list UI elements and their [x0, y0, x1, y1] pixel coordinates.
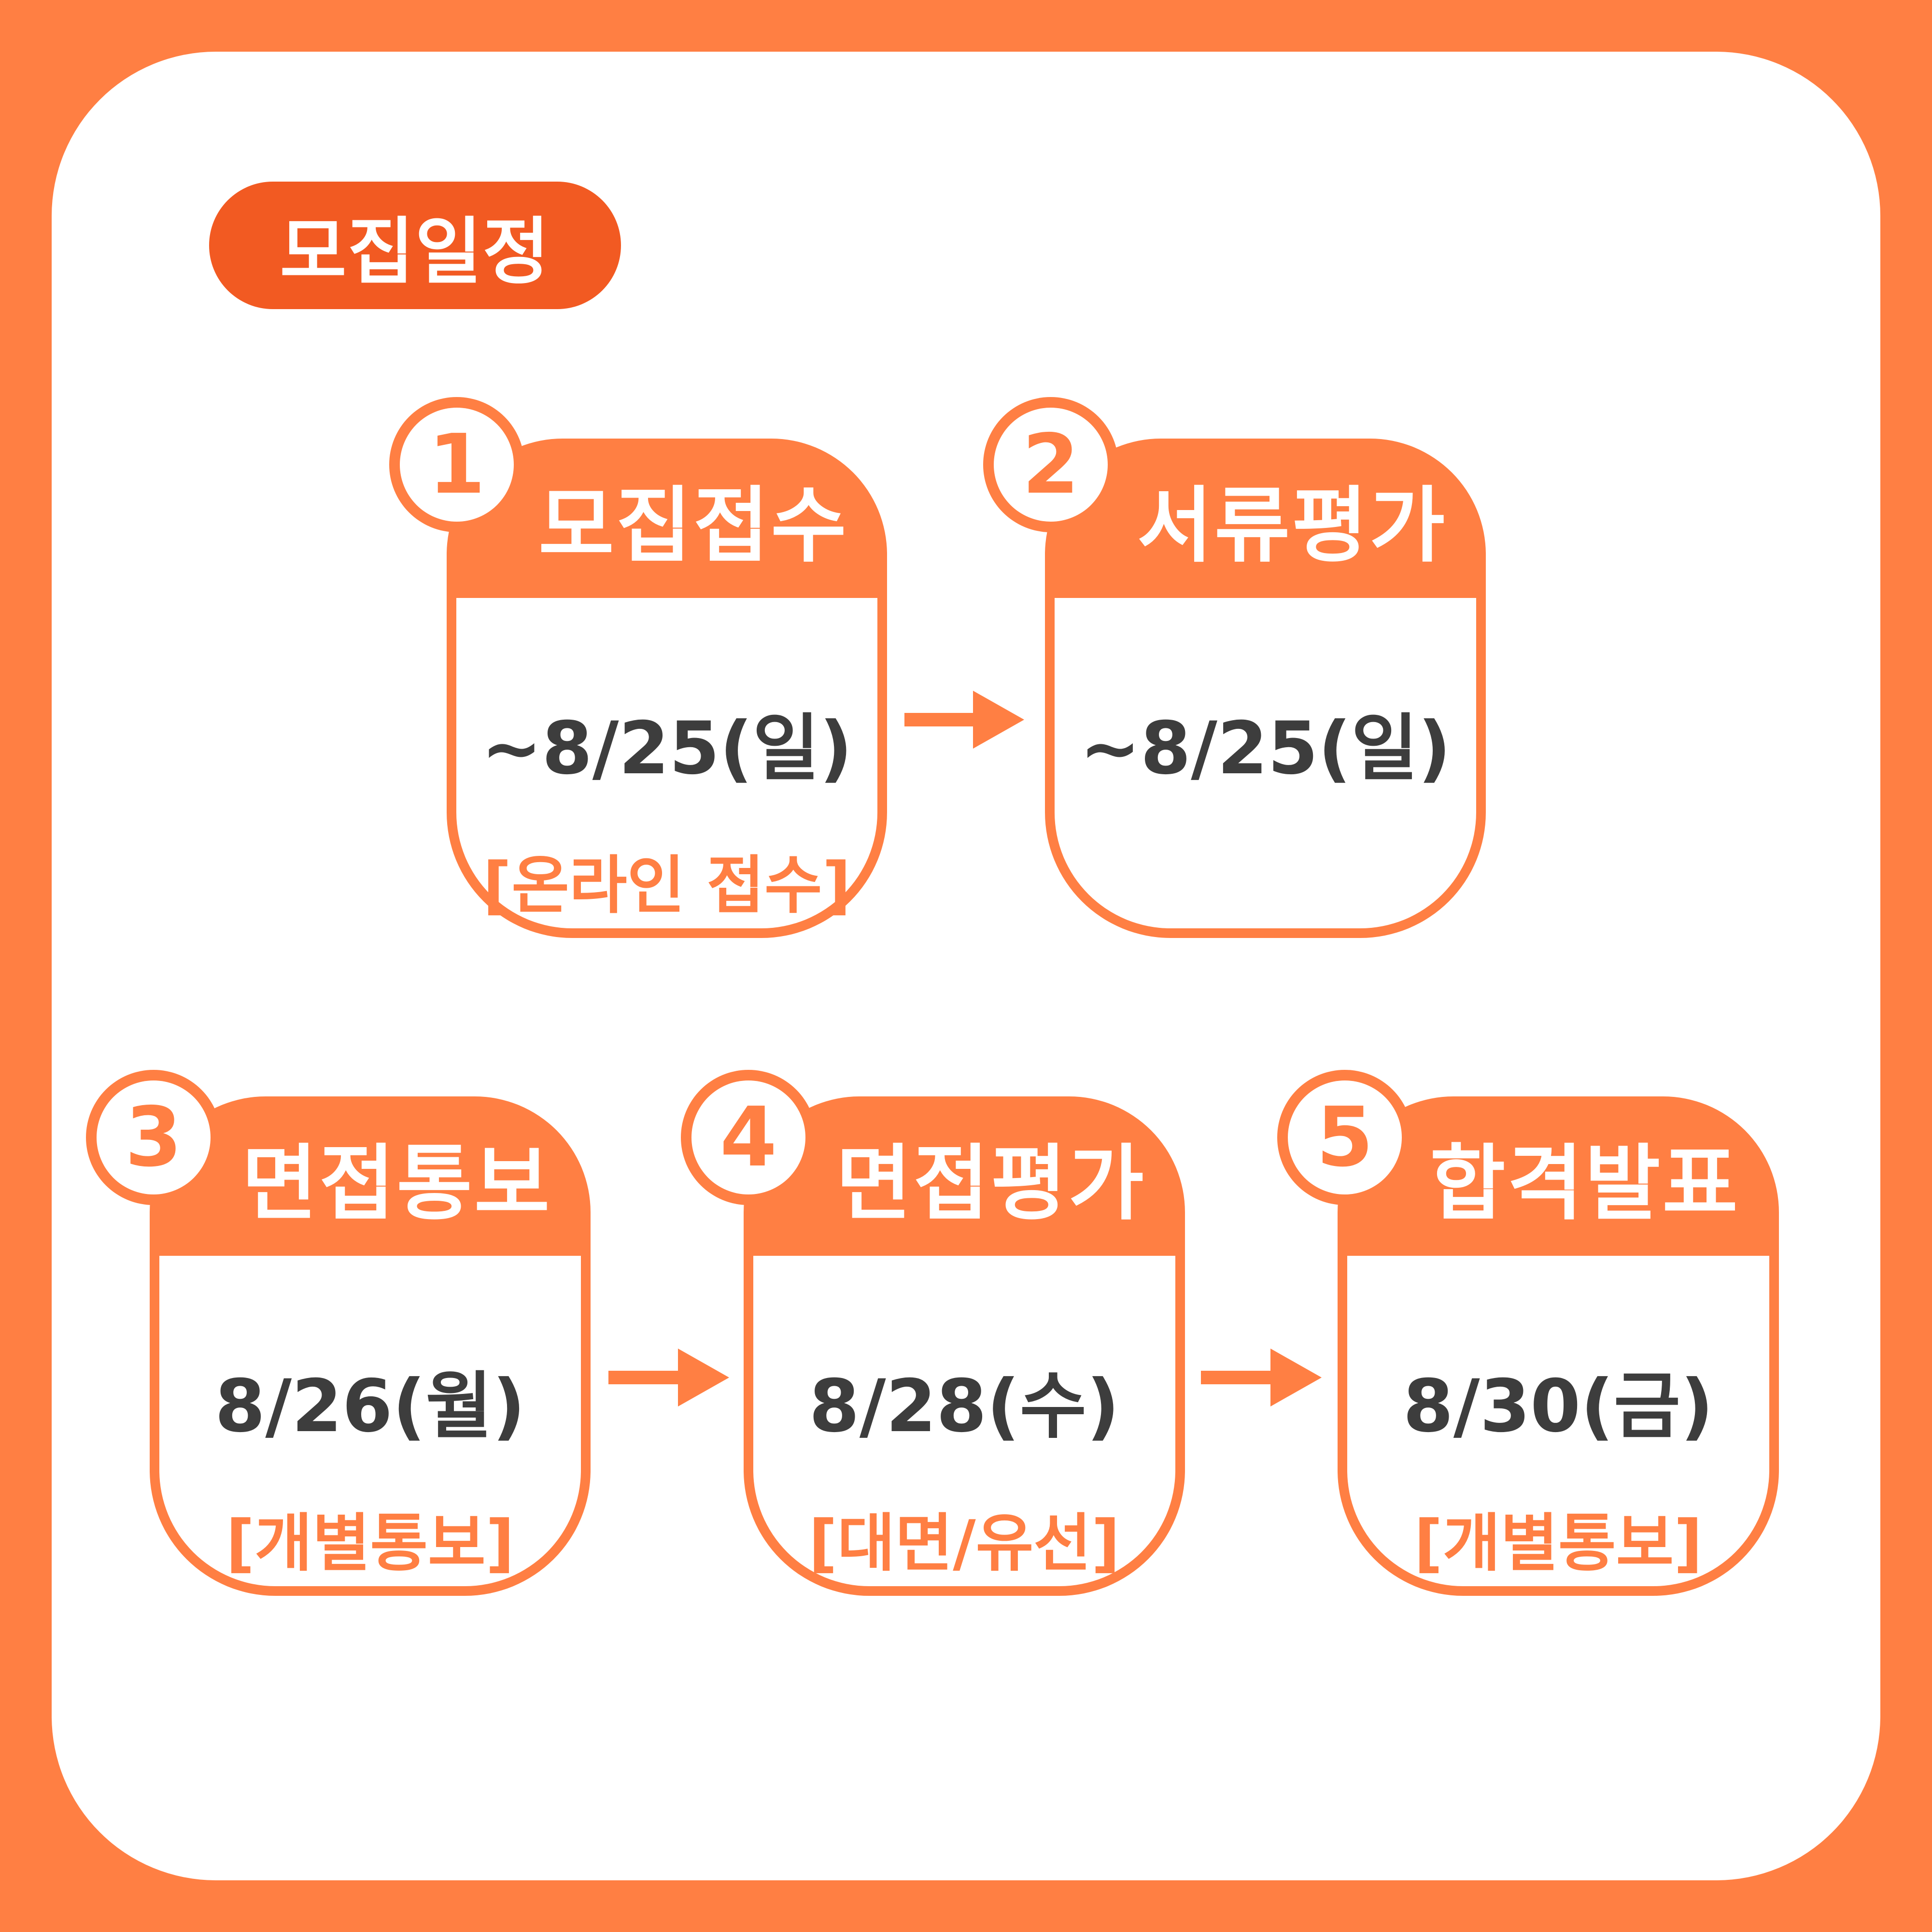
step-card-2: 서류평가 ~8/25(일) [1045, 439, 1486, 938]
step-title: 서류평가 [1137, 478, 1447, 574]
step-card-header [1338, 1096, 1779, 1261]
step-card-1: 모집접수 ~8/25(일) [온라인 접수] [447, 439, 887, 938]
arrow-right-icon [904, 691, 1024, 749]
step-card-3: 면접통보 8/26(월) [개별통보] [150, 1096, 591, 1596]
step-number: 5 [1288, 1080, 1402, 1194]
step-card-header [744, 1096, 1185, 1261]
step-date: 8/28(수) [809, 1364, 1120, 1449]
content-panel [52, 52, 1880, 1880]
section-title: 모집일정 [280, 210, 550, 294]
step-card-body [1338, 1256, 1779, 1596]
step-number-badge-5: 5 [1277, 1070, 1412, 1205]
step-date: 8/30(금) [1403, 1364, 1714, 1449]
step-date: ~8/25(일) [1080, 707, 1451, 791]
step-date: 8/26(월) [214, 1364, 525, 1449]
step-note: [개별통보] [226, 1506, 515, 1580]
step-number: 2 [994, 408, 1108, 522]
step-card-header [150, 1096, 591, 1261]
step-number: 3 [97, 1080, 211, 1194]
arrow-right-icon [1201, 1349, 1322, 1406]
step-card-4: 면접평가 8/28(수) [대면/유선] [744, 1096, 1185, 1596]
step-title: 면접평가 [836, 1136, 1146, 1232]
step-note: [개별통보] [1414, 1506, 1703, 1580]
step-number: 4 [691, 1080, 805, 1194]
section-title-pill: 모집일정 [209, 182, 621, 309]
step-card-body [744, 1256, 1185, 1596]
step-card-5: 합격발표 8/30(금) [개별통보] [1338, 1096, 1779, 1596]
step-note: [온라인 접수] [482, 849, 851, 922]
step-number-badge-4: 4 [681, 1070, 816, 1205]
step-date: ~8/25(일) [481, 707, 853, 791]
step-number-badge-2: 2 [983, 397, 1118, 532]
step-note: [대면/유선] [808, 1506, 1120, 1580]
step-number-badge-3: 3 [86, 1070, 221, 1205]
step-title: 모집접수 [538, 478, 848, 574]
step-title: 합격발표 [1430, 1136, 1740, 1232]
arrow-right-icon [608, 1349, 729, 1406]
step-number-badge-1: 1 [389, 397, 524, 532]
step-number: 1 [400, 408, 514, 522]
step-card-header [1045, 439, 1486, 603]
step-card-body [150, 1256, 591, 1596]
step-title: 면접통보 [241, 1136, 552, 1232]
